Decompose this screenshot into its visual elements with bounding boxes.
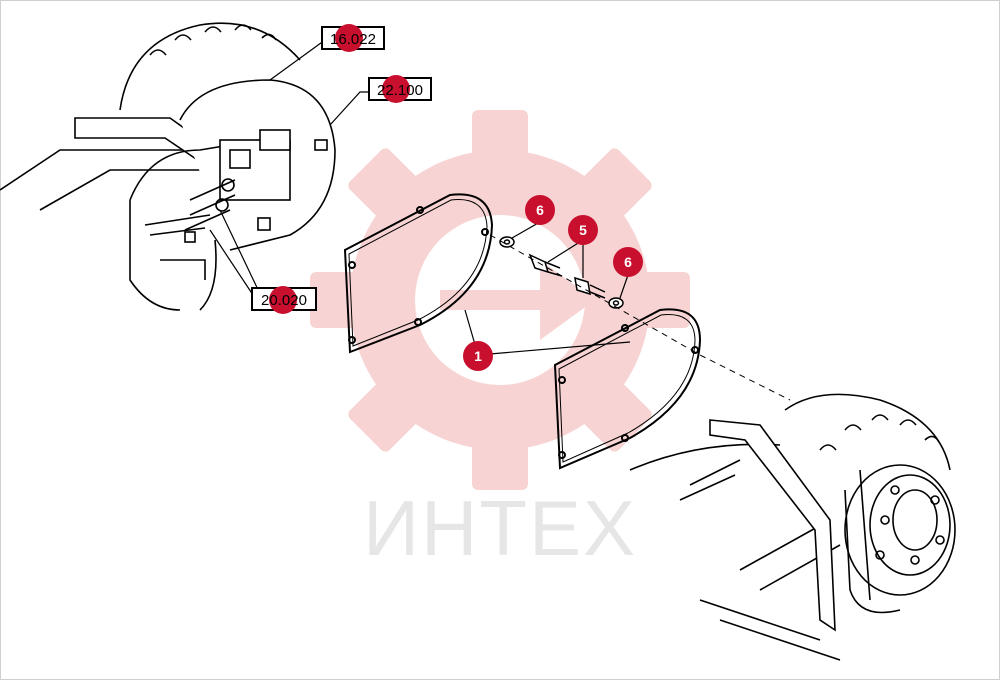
washer-left	[499, 236, 515, 248]
ref-box-22100[interactable]: 22.100	[368, 75, 432, 103]
callout-label: 1	[474, 348, 482, 364]
callout-label: 6	[536, 202, 544, 218]
assembly-axis-line	[489, 234, 791, 401]
upper-left-track-assembly	[0, 22, 336, 311]
washer-right	[608, 297, 624, 309]
lower-right-drive-assembly	[629, 393, 956, 661]
cover-gasket-right	[553, 308, 702, 470]
callout-label: 5	[579, 222, 587, 238]
ref-box-20020[interactable]: 20.020	[251, 286, 317, 314]
watermark-gear-logo	[310, 110, 690, 490]
callout-6-washer-left[interactable]: 6	[525, 195, 555, 225]
watermark-text: ИНТЕХ	[363, 484, 637, 572]
ref-label-22100: 22.100	[377, 82, 423, 99]
callout-6-washer-right[interactable]: 6	[613, 247, 643, 277]
ref-label-20020: 20.020	[261, 292, 307, 309]
callout-label: 6	[624, 254, 632, 270]
callout-1-cover[interactable]: 1	[463, 341, 493, 371]
ref-box-16022[interactable]: 16.022	[321, 24, 385, 52]
ref-label-16022: 16.022	[330, 31, 376, 48]
callout-5-bolt[interactable]: 5	[568, 215, 598, 245]
